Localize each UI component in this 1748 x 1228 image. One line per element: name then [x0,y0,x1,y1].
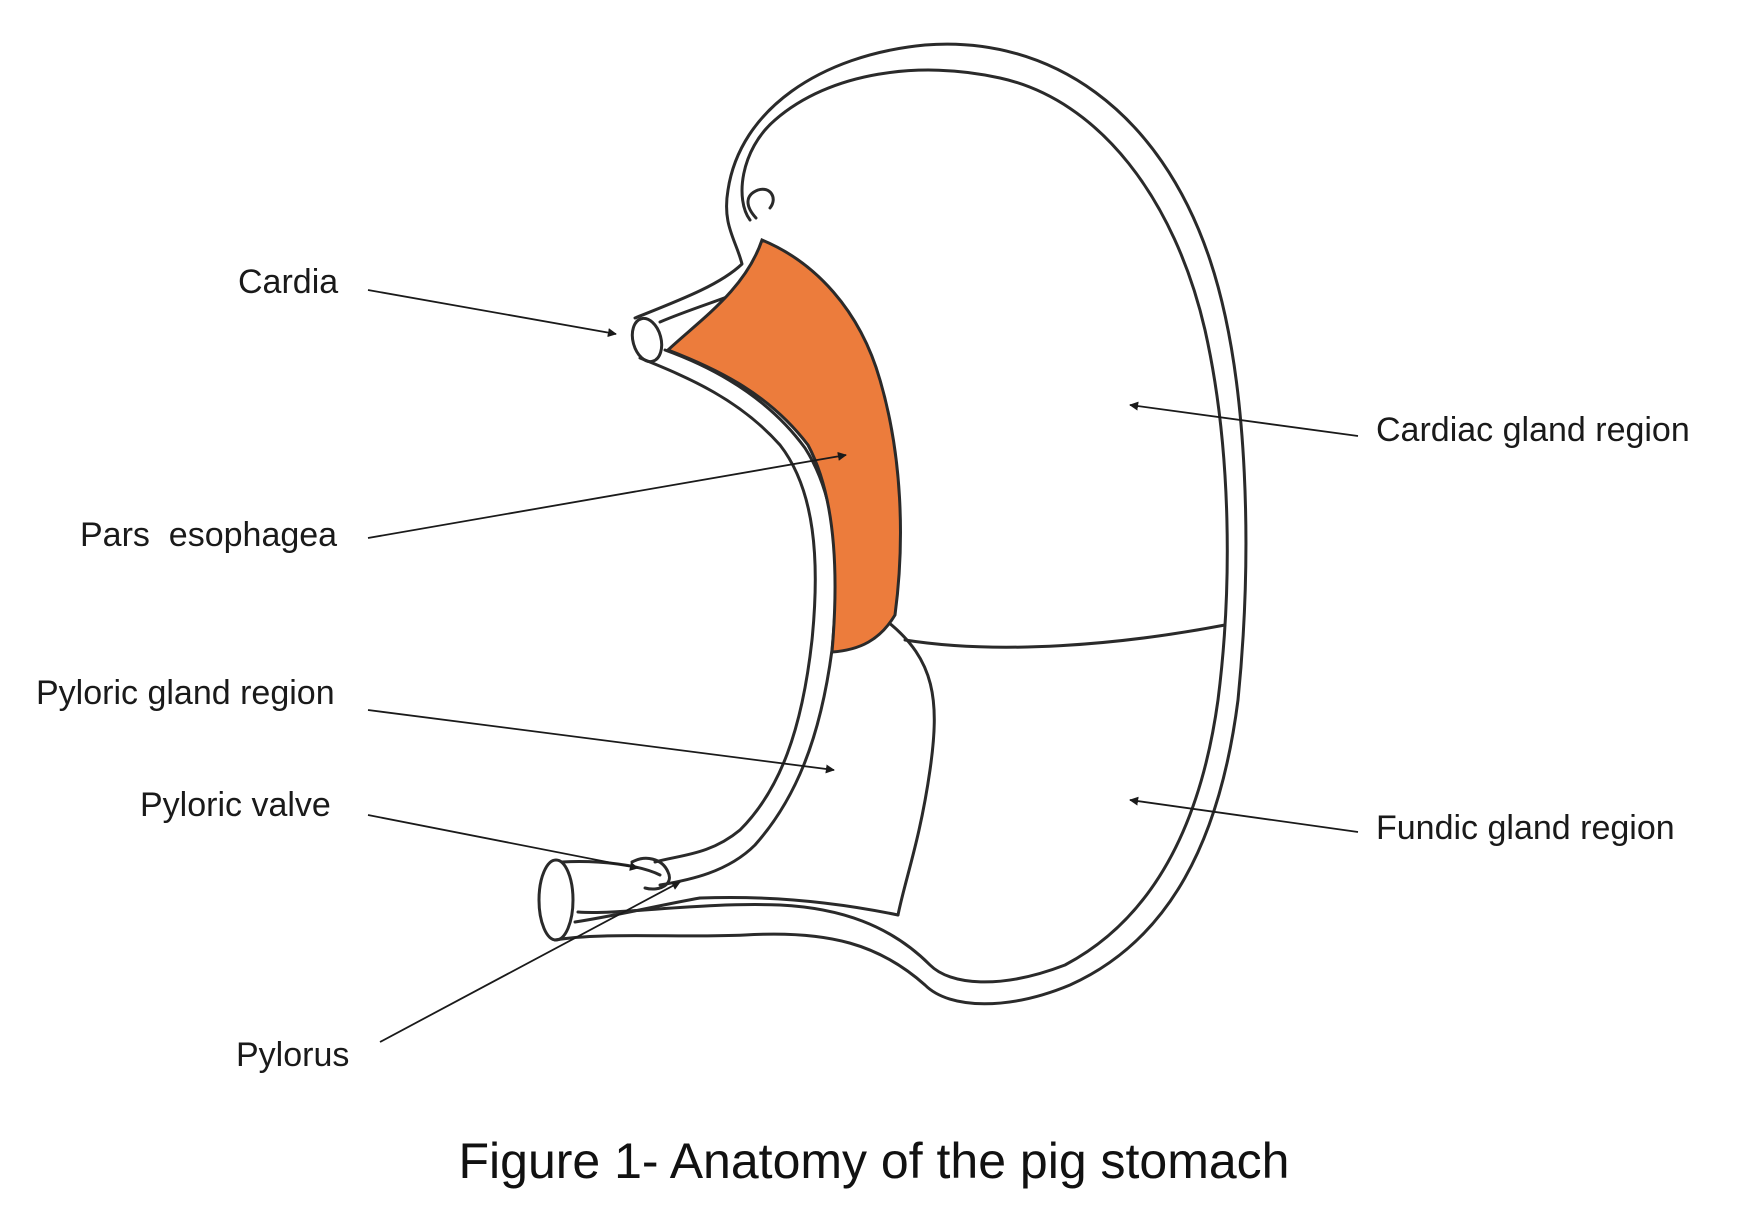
pyloric-valve-leader-arrow [367,814,639,871]
pars-esophagea-region [665,238,902,654]
pyloric-base-line [698,895,900,917]
pyloric-gland-region-leader-arrow [367,709,835,774]
pyloric-fundic-boundary [886,620,936,917]
figure-caption: Figure 1- Anatomy of the pig stomach [458,1133,1290,1189]
pyloric-valve-shape [630,856,671,891]
pars-esophagea-leader-arrow [367,451,847,539]
cardia-fold [746,187,775,220]
label-cardiac-gland-region: Cardiac gland region [1376,411,1690,449]
cardiac-gland-region-leader-arrow [1129,401,1359,437]
pylorus-opening [537,858,575,942]
outer-stomach-wall [553,42,1248,1006]
pylorus-leader-arrow [379,881,681,1043]
label-pars-esophagea: Pars esophagea [80,516,338,554]
cardiac-fundic-boundary [903,623,1227,649]
lesser-curvature-outer [638,356,817,864]
label-pylorus: Pylorus [236,1036,350,1074]
label-cardia: Cardia [238,263,339,301]
fundic-gland-region-leader-arrow [1129,796,1359,833]
label-fundic-gland-region: Fundic gland region [1376,809,1675,847]
label-pyloric-valve: Pyloric valve [140,786,331,824]
inner-stomach-wall [576,68,1229,984]
pylorus-duct-lower [573,896,702,924]
cardia-leader-arrow [367,289,617,338]
label-pyloric-gland-region: Pyloric gland region [36,674,335,712]
cardia-opening [630,316,664,364]
